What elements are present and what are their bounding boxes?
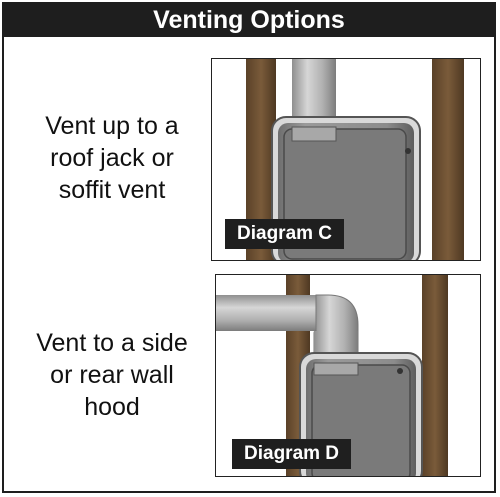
diagram-d-image: Diagram D — [215, 274, 481, 477]
diagram-c-label: Diagram C — [225, 219, 345, 249]
caption-line: roof jack or — [50, 144, 174, 172]
caption-line: or rear wall — [50, 361, 174, 389]
venting-options-panel: Venting Options Vent up to a roof jack o… — [2, 2, 496, 493]
diagram-c-image: Diagram C — [211, 58, 481, 261]
wall-stud-right — [422, 275, 448, 476]
mount-screw — [397, 368, 403, 374]
vent-pipe-horizontal — [216, 295, 326, 331]
caption-line: Vent to a side — [36, 329, 188, 357]
caption-line: soffit vent — [58, 176, 166, 204]
caption-line: hood — [84, 393, 140, 421]
wall-stud-right — [432, 59, 464, 260]
mount-screw — [405, 148, 411, 154]
pipe-collar — [313, 362, 359, 376]
diagram-d-label: Diagram D — [232, 439, 352, 469]
caption-wall-vent: Vent to a side or rear wall hood — [20, 327, 204, 423]
pipe-collar — [291, 126, 337, 142]
caption-roof-vent: Vent up to a roof jack or soffit vent — [20, 110, 204, 206]
panel-title: Venting Options — [4, 4, 494, 37]
caption-line: Vent up to a — [45, 112, 179, 140]
